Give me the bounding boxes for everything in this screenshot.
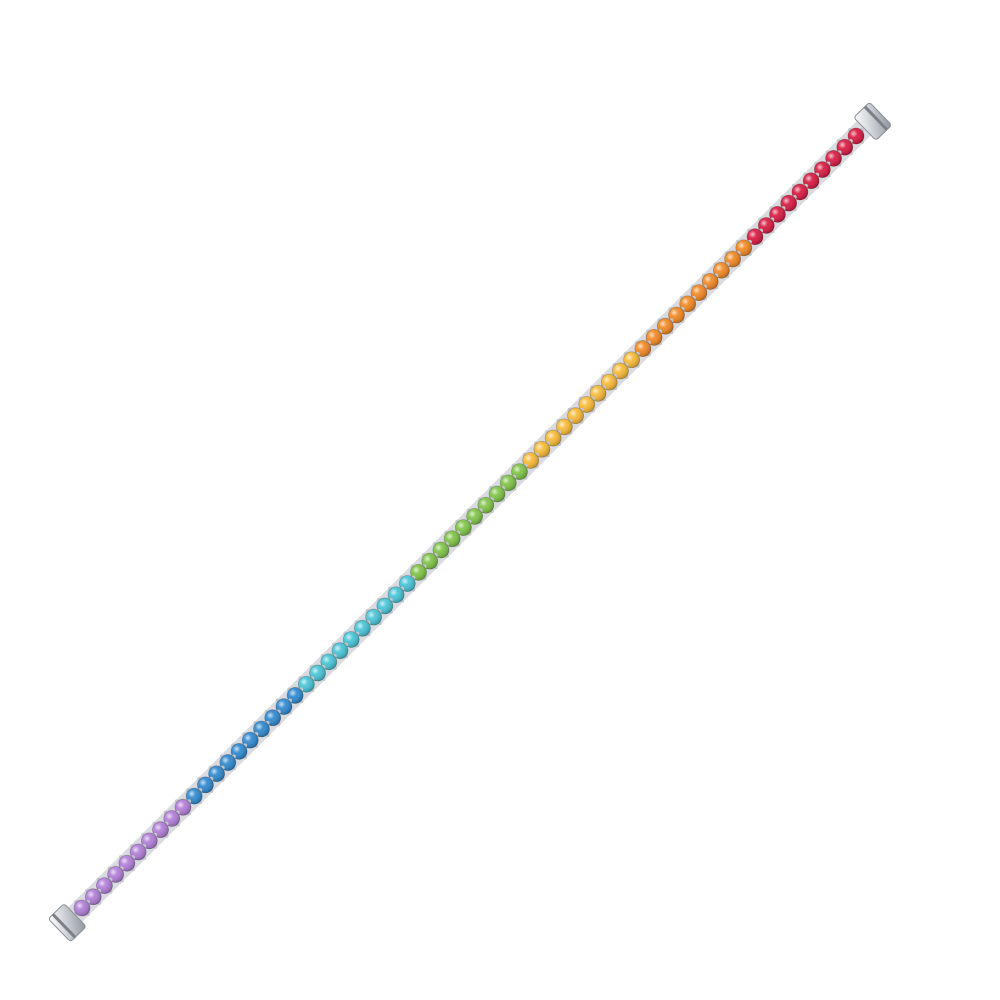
end-caps (48, 102, 892, 942)
gemstone (735, 239, 753, 257)
gemstone (555, 418, 573, 436)
top-end-cap (854, 102, 892, 140)
gemstone (73, 899, 91, 917)
gemstone-row (73, 127, 865, 917)
bottom-end-cap (48, 904, 86, 942)
